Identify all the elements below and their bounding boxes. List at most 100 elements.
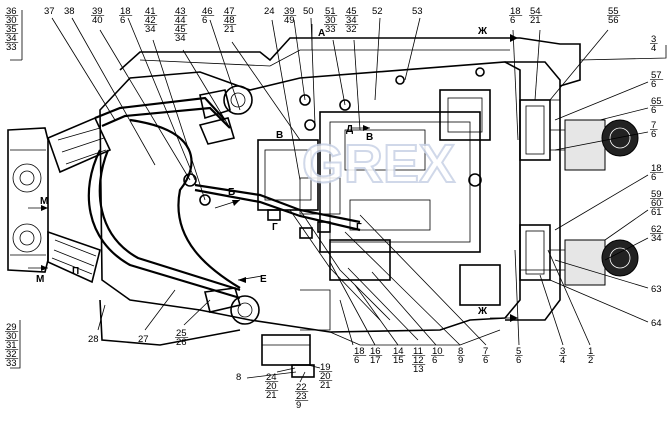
callout-b3: 27: [138, 334, 149, 345]
callout-line: 24: [264, 6, 275, 17]
callout-line: 62: [651, 224, 662, 235]
callout-r9: 64: [651, 318, 662, 329]
right-side-fittings: [519, 99, 639, 286]
callout-line: 17: [370, 355, 381, 366]
callout-line: 49: [284, 15, 295, 26]
section-letter-m-bottom: М: [36, 274, 44, 285]
callout-line: 27: [138, 334, 149, 345]
callout-line: 18: [510, 6, 521, 17]
callout-line: 45: [175, 24, 186, 35]
callout-line: 53: [412, 6, 423, 17]
top-linkage: [198, 85, 253, 145]
callout-b15: 8: [236, 372, 241, 383]
callout-t12: 50: [303, 6, 314, 17]
callout-line: 30: [6, 331, 17, 342]
callout-line: 12: [413, 355, 424, 366]
callout-line: 54: [530, 6, 541, 17]
callout-line: 22: [296, 382, 307, 393]
callout-line: 34: [175, 33, 186, 44]
callout-line: 31: [6, 340, 17, 351]
section-letter-v-right: В: [366, 132, 373, 143]
callout-line: 18: [651, 163, 662, 174]
callout-line: 51: [325, 6, 336, 17]
callout-line: 4: [651, 43, 656, 54]
callout-line: 7: [483, 346, 488, 357]
callout-line: 6: [120, 15, 125, 26]
bottom-outlet: [261, 334, 315, 378]
callout-line: 30: [6, 15, 17, 26]
callout-line: 63: [651, 284, 662, 295]
callout-line: 43: [175, 6, 186, 17]
callout-line: 5: [516, 346, 521, 357]
callout-t10: 24: [264, 6, 275, 17]
callout-b2: 28: [88, 334, 99, 345]
callout-line: 23: [296, 391, 307, 402]
callout-line: 34: [145, 24, 156, 35]
section-letter-m-top: М: [40, 196, 48, 207]
callout-line: 9: [296, 400, 301, 411]
callout-line: 34: [651, 233, 662, 244]
callout-line: 30: [325, 15, 336, 26]
callout-line: 26: [176, 337, 187, 348]
section-letters: А Ж Ж В В Д Б Г Г Е М М П: [36, 26, 488, 317]
callout-line: 13: [413, 364, 424, 375]
callout-line: 64: [651, 318, 662, 329]
section-letter-e: Е: [260, 274, 267, 285]
callout-line: 33: [325, 24, 336, 35]
callout-line: 25: [176, 328, 187, 339]
callout-line: 6: [651, 129, 656, 140]
callout-line: 28: [88, 334, 99, 345]
callout-line: 20: [266, 381, 277, 392]
callout-line: 4: [560, 355, 565, 366]
callout-line: 38: [64, 6, 75, 17]
callout-t16: 53: [412, 6, 423, 17]
callout-line: 57: [651, 70, 662, 81]
callout-line: 6: [202, 15, 207, 26]
callout-line: 10: [432, 346, 443, 357]
callout-line: 18: [354, 346, 365, 357]
callout-line: 6: [651, 172, 656, 183]
callout-line: 6: [432, 355, 437, 366]
callout-line: 6: [516, 355, 521, 366]
callout-line: 7: [651, 120, 656, 131]
callout-line: 21: [320, 380, 331, 391]
callout-line: 19: [320, 362, 331, 373]
watermark-text: GREX: [302, 134, 455, 194]
callout-line: 11: [413, 346, 423, 357]
callout-line: 32: [6, 349, 17, 360]
callout-line: 9: [458, 355, 463, 366]
callout-line: 46: [202, 6, 213, 17]
section-letter-g-right: Г: [356, 222, 362, 233]
callout-line: 6: [354, 355, 359, 366]
callout-line: 39: [284, 6, 295, 17]
callout-line: 41: [145, 6, 156, 17]
callout-line: 14: [393, 346, 404, 357]
callout-line: 3: [560, 346, 565, 357]
callout-line: 6: [483, 355, 488, 366]
section-letter-a: А: [318, 28, 325, 39]
callout-line: 48: [224, 15, 235, 26]
callout-r8: 63: [651, 284, 662, 295]
callout-line: 59: [651, 189, 662, 200]
section-letter-zh-top: Ж: [477, 26, 488, 37]
valve-block: [257, 89, 501, 321]
callout-line: 24: [266, 372, 277, 383]
leader-lines: [10, 10, 667, 383]
section-letter-d: Д: [346, 124, 353, 135]
